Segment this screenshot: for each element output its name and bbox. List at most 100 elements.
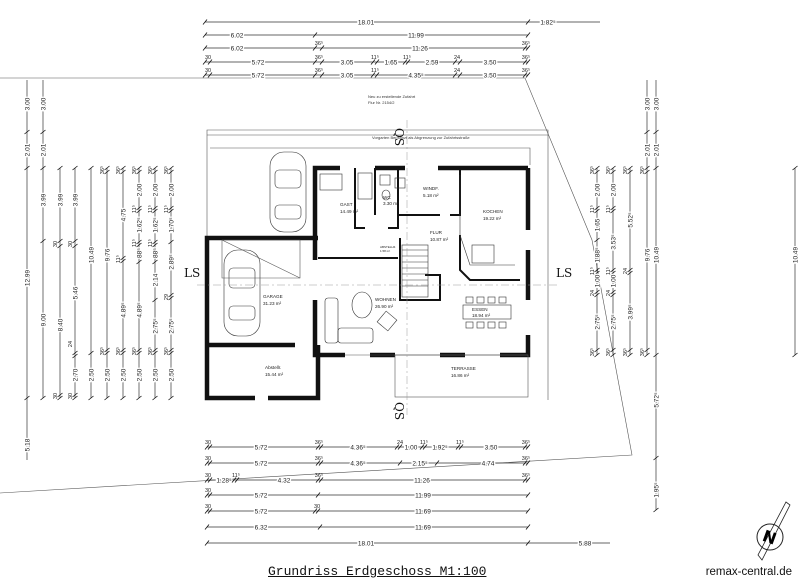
dimension-tick [610, 292, 616, 298]
dimension-label: 11.99 [415, 492, 431, 499]
dimension-label: 1.92⁵ [432, 444, 448, 451]
dimension-label: 11.69 [415, 508, 431, 515]
dimension-tick [525, 32, 531, 38]
dimension-tick [40, 238, 46, 244]
dimension-wall-thickness: 36⁵ [639, 348, 646, 356]
dimension-wall-thickness: 30 [205, 440, 211, 446]
dimension-tick [136, 350, 142, 356]
dimension-label: 3.99 [40, 193, 47, 206]
dimension-tick [207, 72, 213, 78]
dimension-wall-thickness: 30 [53, 393, 59, 399]
dimension-tick [594, 352, 600, 358]
dimension-label: 1.00 [405, 444, 418, 451]
dimension-label: 2.50 [120, 368, 127, 381]
dimension-tick [136, 165, 142, 171]
dimension-label: 2.01 [40, 143, 47, 156]
dimension-wall-thickness: 11⁵ [232, 472, 240, 479]
dimension-tick [120, 169, 126, 175]
dimension-label: 2.00 [168, 183, 175, 196]
dimension-tick [136, 208, 142, 214]
dimension-label: 5.72 [255, 460, 268, 467]
dimension-wall-thickness: 11⁵ [403, 54, 411, 61]
dimension-tick [152, 205, 158, 211]
dimension-label: 2.75⁵ [610, 314, 617, 330]
dimension-tick [168, 169, 174, 175]
room-area: 31.23 m² [263, 301, 282, 306]
dimension-tick [120, 258, 126, 264]
note-access-road: Neu zu erstellende Zufahrt [368, 94, 416, 99]
dimension-label: 1.95⁵ [653, 482, 660, 498]
dimension-label: 4.35⁵ [408, 72, 424, 79]
dimension-label: 2.50 [168, 368, 175, 381]
dimension-tick [525, 59, 531, 65]
room-area: 19.22 m² [483, 216, 502, 221]
dimension-tick [120, 347, 126, 353]
dimension-wall-thickness: 36⁵ [115, 166, 122, 174]
staircase [401, 244, 429, 298]
dimension-tick [72, 165, 78, 171]
dimension-label: 1.65 [385, 59, 398, 66]
dimension-tick [455, 444, 461, 450]
dimension-tick [152, 242, 158, 248]
dimension-label: 2.75⁵ [168, 318, 175, 334]
dimension-tick [168, 239, 174, 245]
dimension-wall-thickness: 30 [205, 488, 211, 494]
dimension-tick [24, 395, 30, 401]
dimension-tick [627, 347, 633, 353]
dimension-tick [207, 460, 213, 466]
dimension-tick [525, 508, 531, 514]
dimension-wall-thickness: 36⁵ [315, 54, 323, 61]
dimension-wall-thickness: 30 [205, 68, 211, 74]
dimension-label: 6.02 [231, 45, 244, 52]
dimension-label: 2.01 [644, 143, 651, 156]
dimension-label: 1.65 [594, 218, 601, 231]
dimension-tick [312, 59, 318, 65]
dimension-wall-thickness: 11⁵ [131, 205, 138, 213]
dimension-wall-thickness: 36⁵ [605, 166, 612, 174]
dimension-tick [525, 19, 531, 25]
dimension-wall-thickness: 36⁵ [639, 166, 646, 174]
dimension-tick [627, 165, 633, 171]
dimension-wall-thickness: 36⁵ [522, 472, 530, 479]
dimension-tick [72, 350, 78, 356]
dimension-label: 12.99 [24, 269, 31, 286]
dimension-wall-thickness: 36⁵ [315, 67, 323, 74]
dimension-tick [136, 395, 142, 401]
dimension-tick [202, 32, 208, 38]
dimension-wall-thickness: 30 [205, 473, 211, 479]
dimension-tick [594, 347, 600, 353]
dimension-tick [610, 165, 616, 171]
dimension-tick [152, 169, 158, 175]
dimension-tick [88, 395, 94, 401]
dimension-tick [204, 508, 210, 514]
dimension-tick [522, 460, 528, 466]
dimension-tick [315, 477, 321, 483]
dimension-tick [72, 395, 78, 401]
dimension-tick [319, 59, 325, 65]
dimension-tick [525, 444, 531, 450]
dimension-tick [594, 270, 600, 276]
dimension-label: 2.00 [594, 183, 601, 196]
driveway-line [210, 147, 531, 165]
dimension-tick [204, 477, 210, 483]
dimension-wall-thickness: 36⁵ [522, 54, 530, 61]
dimension-tick [610, 289, 616, 295]
dimension-wall-thickness: 24 [454, 68, 460, 74]
dimension-wall-thickness: 24 [606, 290, 612, 296]
dimension-label: 10.49 [792, 246, 799, 263]
room-name: WOHNEN [375, 297, 396, 302]
room-labels: GAST 14.49 m² WC 3.30 m² WINDF. 5.18 m² … [263, 186, 503, 378]
dimension-tick [312, 45, 318, 51]
dimension-wall-thickness: 36⁵ [115, 347, 122, 355]
dimension-wall-thickness: 36⁵ [622, 348, 629, 356]
dimension-tick [168, 350, 174, 356]
dimension-tick [207, 477, 213, 483]
dimension-tick [610, 169, 616, 175]
dimension-tick [72, 238, 78, 244]
dimension-tick [627, 169, 633, 175]
dimension-wall-thickness: 36⁵ [522, 455, 530, 462]
dimension-label: 1.88⁵ [594, 247, 601, 263]
dimension-tick [610, 208, 616, 214]
room-area: 18.94 m² [472, 313, 491, 318]
